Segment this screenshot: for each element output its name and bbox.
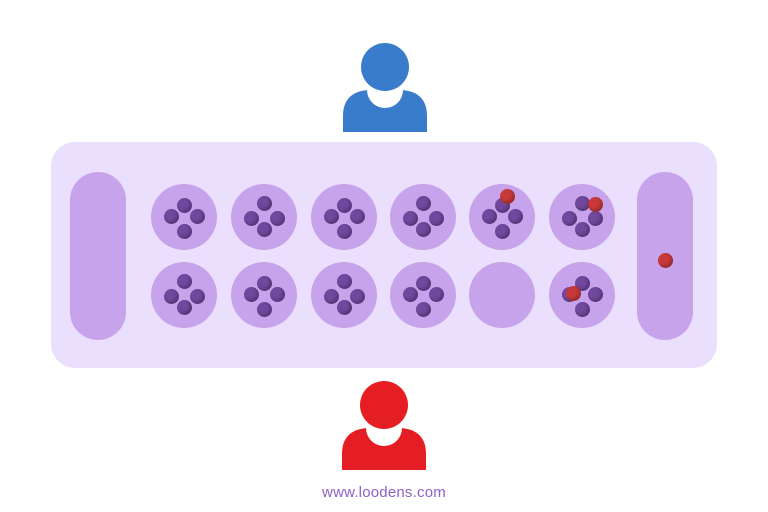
- bottom-player-avatar: [342, 381, 426, 470]
- seed: [256, 275, 272, 291]
- pit-bottom-2[interactable]: [231, 262, 297, 328]
- seed: [349, 208, 365, 224]
- pit-top-5[interactable]: [469, 184, 535, 250]
- seed: [587, 210, 603, 226]
- pit-bottom-5[interactable]: [469, 262, 535, 328]
- seed: [574, 301, 590, 317]
- seed-red: [657, 252, 673, 268]
- seed: [507, 208, 523, 224]
- seed: [336, 223, 352, 239]
- pit-top-4[interactable]: [390, 184, 456, 250]
- right-store[interactable]: [637, 172, 693, 340]
- seed: [256, 221, 272, 237]
- website-url: www.loodens.com: [322, 484, 446, 501]
- person-icon: [343, 43, 427, 132]
- seed: [256, 195, 272, 211]
- seed: [323, 288, 339, 304]
- seed: [176, 299, 192, 315]
- seed: [415, 301, 431, 317]
- seed: [189, 288, 205, 304]
- seed: [587, 286, 603, 302]
- seed: [176, 273, 192, 289]
- seed: [494, 223, 510, 239]
- pit-top-6[interactable]: [549, 184, 615, 250]
- mancala-board: www.loodens.com: [51, 142, 717, 501]
- seed-red: [565, 285, 581, 301]
- seed: [269, 286, 285, 302]
- seed: [336, 299, 352, 315]
- seed: [415, 275, 431, 291]
- seed-red: [587, 196, 603, 212]
- seed: [402, 210, 418, 226]
- seed: [189, 208, 205, 224]
- pit-bottom-6[interactable]: [549, 262, 615, 328]
- seed: [336, 197, 352, 213]
- seed: [481, 208, 497, 224]
- seed: [574, 195, 590, 211]
- seed: [163, 208, 179, 224]
- seed: [428, 210, 444, 226]
- seed: [336, 273, 352, 289]
- seed: [415, 195, 431, 211]
- person-icon: [342, 381, 426, 470]
- seed: [163, 288, 179, 304]
- pit-bottom-3[interactable]: [311, 262, 377, 328]
- seed: [323, 208, 339, 224]
- seed: [256, 301, 272, 317]
- seed: [243, 286, 259, 302]
- pit-bottom-1[interactable]: [151, 262, 217, 328]
- seed: [269, 210, 285, 226]
- seed: [402, 286, 418, 302]
- pit-top-1[interactable]: [151, 184, 217, 250]
- top-player-avatar: [343, 43, 427, 132]
- left-store[interactable]: [70, 172, 126, 340]
- seed: [243, 210, 259, 226]
- pit-top-3[interactable]: [311, 184, 377, 250]
- seed: [428, 286, 444, 302]
- seed: [176, 223, 192, 239]
- seed: [574, 221, 590, 237]
- seed: [349, 288, 365, 304]
- seed-red: [499, 188, 515, 204]
- seed: [561, 210, 577, 226]
- pit-bottom-4[interactable]: [390, 262, 456, 328]
- seed: [415, 221, 431, 237]
- pit-top-2[interactable]: [231, 184, 297, 250]
- seed: [176, 197, 192, 213]
